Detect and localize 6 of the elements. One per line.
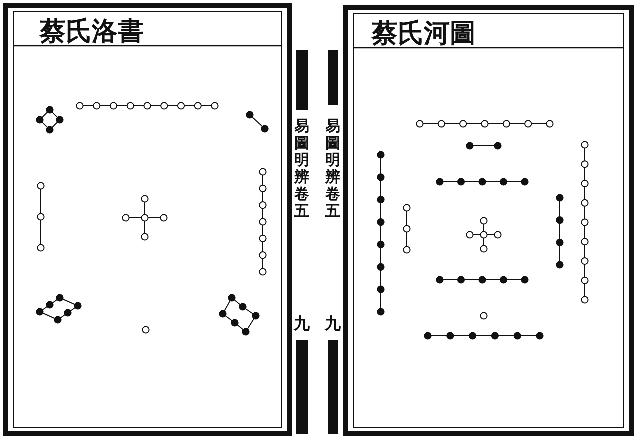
page-heading: 蔡氏洛書 [40, 16, 145, 49]
folio-number: 九 [294, 314, 310, 335]
spine-title: 易圖明辨卷五 [325, 118, 341, 220]
folio-number: 九 [325, 314, 341, 335]
page-heading: 蔡氏河圖 [372, 18, 477, 51]
spine-title: 易圖明辨卷五 [294, 118, 310, 220]
